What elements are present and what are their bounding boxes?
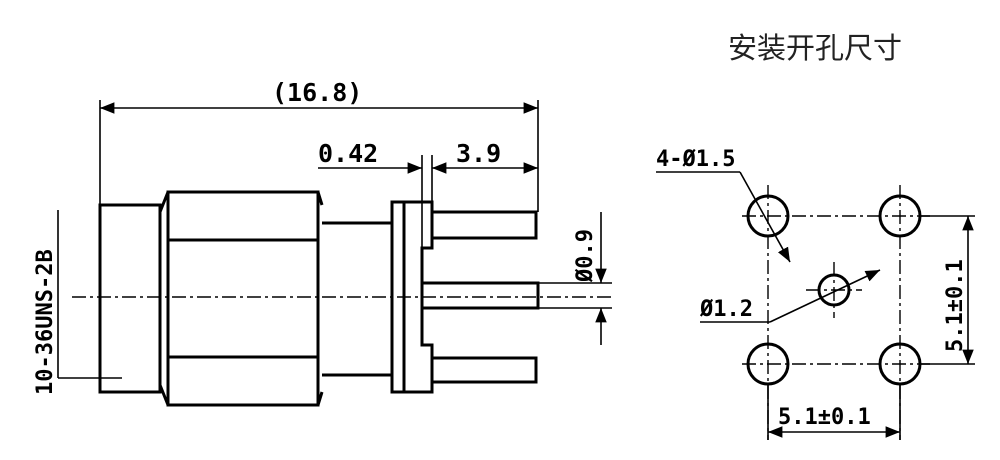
connector-side-view (72, 190, 612, 407)
front-sleeve (322, 221, 394, 377)
mounting-holes-label: 4-Ø1.5 (656, 147, 735, 172)
dim-overall-length: (16.8) (99, 78, 539, 212)
vertical-spacing-label: 5.1±0.1 (943, 259, 968, 352)
overall-length-label: (16.8) (272, 78, 362, 107)
pin-length-label: 3.9 (456, 139, 501, 168)
center-hole-leader: Ø1.2 (699, 269, 881, 323)
center-hole (817, 273, 851, 307)
dim-pin-diameter: Ø0.9 (538, 212, 612, 345)
hex-nut (166, 190, 320, 407)
dim-vertical-spacing: 5.1±0.1 (920, 215, 975, 365)
horizontal-spacing-label: 5.1±0.1 (778, 405, 871, 430)
dim-horizontal-spacing: 5.1±0.1 (767, 384, 901, 440)
center-hole-label: Ø1.2 (699, 297, 753, 322)
mounting-hole-top-left (746, 194, 790, 238)
pin-top (432, 210, 538, 240)
section-title: 安装开孔尺寸 (728, 31, 902, 65)
dim-flange-and-pin: 0.42 3.9 (318, 139, 538, 248)
mounting-hole-leader: 4-Ø1.5 (656, 147, 791, 263)
pin-center (422, 281, 540, 310)
hole-pattern-view (742, 185, 930, 440)
pin-diameter-label: Ø0.9 (573, 229, 598, 283)
thread-callout: 10-36UNS-2B (33, 210, 122, 395)
thread-spec-label: 10-36UNS-2B (33, 249, 58, 395)
flange-thickness-label: 0.42 (318, 139, 378, 168)
pin-bottom (432, 356, 538, 384)
rear-body (98, 203, 162, 394)
